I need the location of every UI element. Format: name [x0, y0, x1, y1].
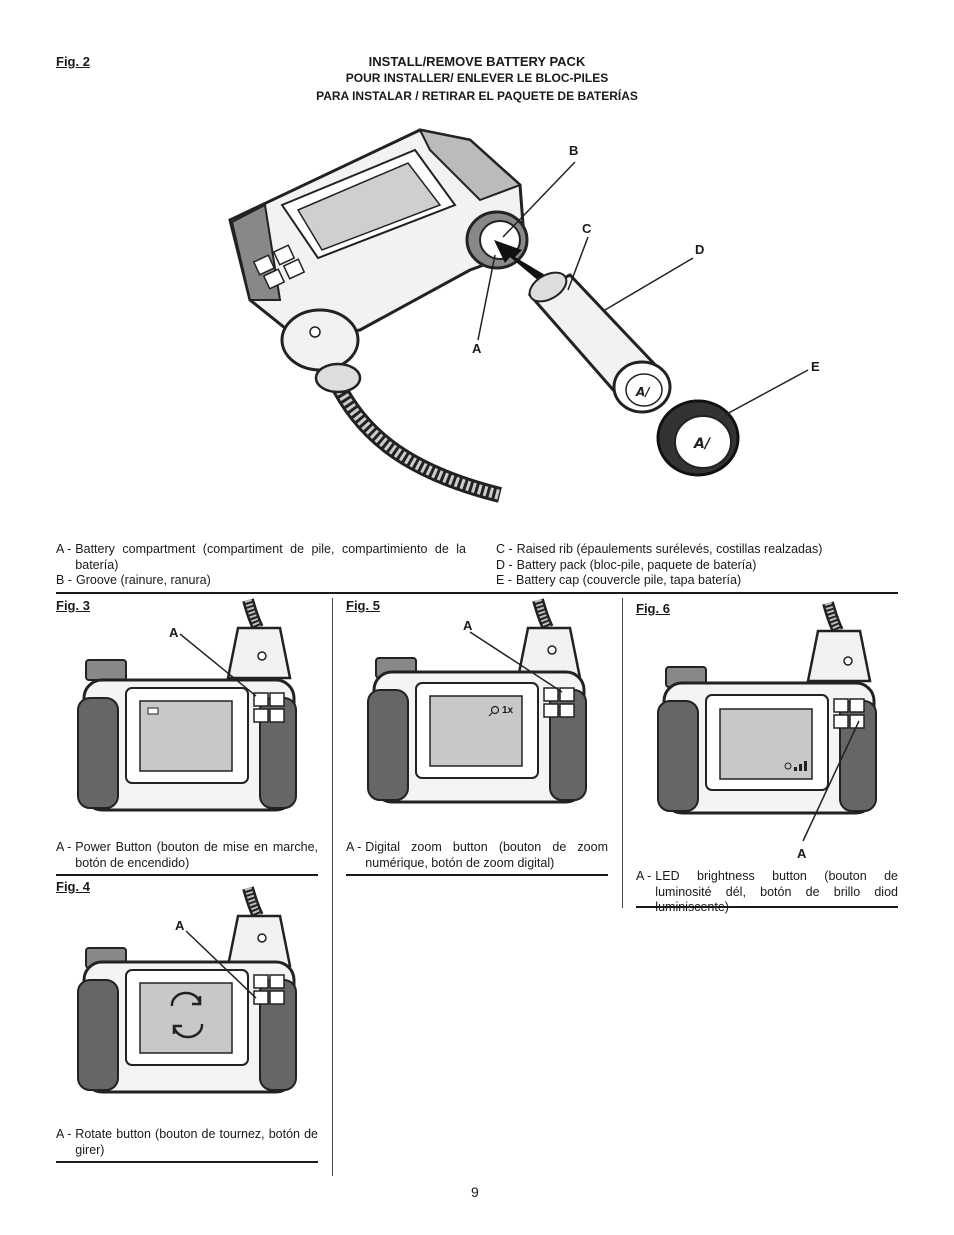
- fig6-callout-a: A: [797, 846, 807, 861]
- legend-text: Battery cap (couvercle pile, tapa baterí…: [515, 573, 742, 587]
- legend-key: A -: [56, 1127, 72, 1141]
- fig5-label: Fig. 5: [346, 598, 380, 613]
- fig2-divider: [56, 592, 898, 594]
- fig2-callout-d: D: [695, 242, 705, 257]
- fig4-label: Fig. 4: [56, 879, 90, 894]
- legend-text: Digital zoom button (bouton de zoom numé…: [365, 840, 608, 870]
- fig2-callout-c: C: [582, 221, 592, 236]
- legend-key: C -: [496, 542, 513, 556]
- fig3-callout-a: A: [169, 625, 179, 640]
- legend-text: Groove (rainure, ranura): [75, 573, 211, 587]
- legend-text: Battery pack (bloc-pile, paquete de bate…: [516, 557, 757, 572]
- fig6-divider: [636, 906, 898, 908]
- fig4-legend: A -Rotate button (bouton de tournez, bot…: [56, 1127, 318, 1158]
- fig2-legend-left: A -Battery compartment (compartiment de …: [56, 542, 466, 589]
- fig3-divider: [56, 874, 318, 876]
- fig2-callout-b: B: [569, 143, 579, 158]
- fig2-title-en: INSTALL/REMOVE BATTERY PACK: [368, 54, 586, 69]
- legend-text: LED brightness button (bouton de luminos…: [655, 869, 898, 914]
- fig2-legend-right: C -Raised rib (épaulements surélevés, co…: [496, 542, 896, 589]
- fig3-legend: A -Power Button (bouton de mise en march…: [56, 840, 318, 871]
- legend-key: A -: [56, 840, 72, 854]
- fig5-illustration: [367, 598, 587, 804]
- fig2-callout-a: A: [472, 341, 482, 356]
- legend-text: Rotate button (bouton de tournez, botón …: [75, 1127, 318, 1157]
- fig2-label: Fig. 2: [56, 54, 90, 69]
- fig6-label: Fig. 6: [636, 601, 670, 616]
- legend-key: A -: [346, 840, 362, 854]
- fig3-illustration: [77, 598, 297, 812]
- legend-key: A -: [56, 542, 72, 556]
- fig4-illustration: [77, 886, 297, 1094]
- legend-text: Battery compartment (compartiment de pil…: [75, 542, 466, 572]
- fig6-illustration: [657, 601, 877, 842]
- fig3-label: Fig. 3: [56, 598, 90, 613]
- legend-text: Raised rib (épaulements surélevés, costi…: [516, 542, 823, 556]
- legend-key: E -: [496, 573, 512, 587]
- fig2-callout-e: E: [811, 359, 820, 374]
- fig4-divider: [56, 1161, 318, 1163]
- column-divider-1: [332, 598, 333, 1176]
- svg-text:A/: A/: [635, 385, 651, 399]
- fig5-callout-a: A: [463, 618, 473, 633]
- fig6-legend: A -LED brightness button (bouton de lumi…: [636, 869, 898, 916]
- fig2-title-es: PARA INSTALAR / RETIRAR EL PAQUETE DE BA…: [316, 89, 638, 103]
- legend-text: Power Button (bouton de mise en marche, …: [75, 840, 318, 870]
- legend-key: A -: [636, 869, 652, 883]
- legend-key: D -: [496, 557, 513, 572]
- fig5-divider: [346, 874, 608, 876]
- fig2-illustration: A/ A/: [228, 128, 809, 503]
- fig5-zoom-readout: 1x: [502, 705, 514, 716]
- page-number: 9: [471, 1184, 479, 1200]
- led-level-icon: [784, 761, 807, 771]
- svg-text:A/: A/: [693, 436, 712, 452]
- legend-key: B -: [56, 573, 72, 587]
- fig4-callout-a: A: [175, 918, 185, 933]
- fig2-title-fr: POUR INSTALLER/ ENLEVER LE BLOC-PILES: [345, 71, 609, 85]
- fig5-legend: A -Digital zoom button (bouton de zoom n…: [346, 840, 608, 871]
- column-divider-2: [622, 598, 623, 908]
